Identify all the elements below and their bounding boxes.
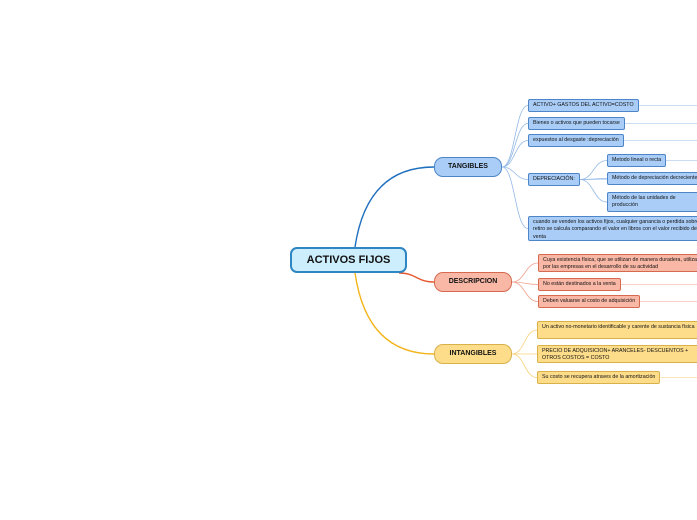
leaf-no-destinados-venta[interactable]: No están destinados a la venta [538,278,621,291]
leaf-depreciacion[interactable]: DEPRECIACIÓN: [528,173,580,186]
leaf-costo-amortizacion[interactable]: Su costo se recupera atraves de la amort… [537,371,661,384]
connector-branch-tangibles-leaf-desgaste-depreciacion [501,140,529,168]
leaf-activo-gastos-costo[interactable]: ACTIVO+ GASTOS DEL ACTIVO=COSTO [528,99,639,112]
connector-branch-intangibles-leaf-costo-amortizacion [511,353,538,378]
leaf-existencia-fisica[interactable]: Cuya existencia física, que se utilizan … [538,254,697,272]
connector-branch-descripcion-leaf-existencia-fisica [511,262,539,283]
leaf-metodo-decreciente[interactable]: Método de depreciación decreciente [607,172,697,185]
connector-depreciacion-leaf-metodo-decreciente [579,178,608,180]
connector-depreciacion-leaf-metodo-lineal [579,160,608,180]
branch-intangibles[interactable]: INTANGIBLES [434,344,512,364]
connector-branch-tangibles-leaf-depreciacion [501,166,529,180]
connector-branch-tangibles-leaf-bienes-tangibles [501,123,529,168]
connector-branch-tangibles-leaf-venta-activos-fijos [501,166,529,229]
leaf-precio-adquisicion[interactable]: PRECIO DE ADQUISICION+ ARANCELES- DESCUE… [537,345,697,363]
connector-depreciacion-leaf-metodo-unidades [579,179,608,203]
connector-branch-intangibles-leaf-activo-no-monetario [511,329,538,355]
connector-root-branch-intangibles [354,272,435,355]
connector-branch-tangibles-leaf-activo-gastos-costo [501,105,529,168]
leaf-valuarse-costo[interactable]: Deben valuarse al costo de adquisición [538,295,641,308]
connector-root-branch-descripcion [398,272,435,283]
leaf-venta-activos-fijos[interactable]: cuando se venden los activos fijos, cual… [528,216,697,241]
leaf-desgaste-depreciacion[interactable]: expuestos al desgaste :depreciación [528,134,624,147]
branch-descripcion[interactable]: DESCRIPCION [434,272,512,292]
connector-branch-descripcion-leaf-valuarse-costo [511,281,539,302]
branch-tangibles[interactable]: TANGIBLES [434,157,502,177]
leaf-metodo-unidades[interactable]: Método de las unidades de producción [607,192,697,213]
root-node-activos-fijos[interactable]: ACTIVOS FIJOS [290,247,407,273]
leaf-bienes-tangibles[interactable]: Bienes o activos que pueden tocarse [528,117,625,130]
leaf-metodo-lineal[interactable]: Metodo lineal o recta [607,154,667,167]
leaf-activo-no-monetario[interactable]: Un activo no-monetario identificable y c… [537,321,697,339]
connector-root-branch-tangibles [354,166,435,248]
